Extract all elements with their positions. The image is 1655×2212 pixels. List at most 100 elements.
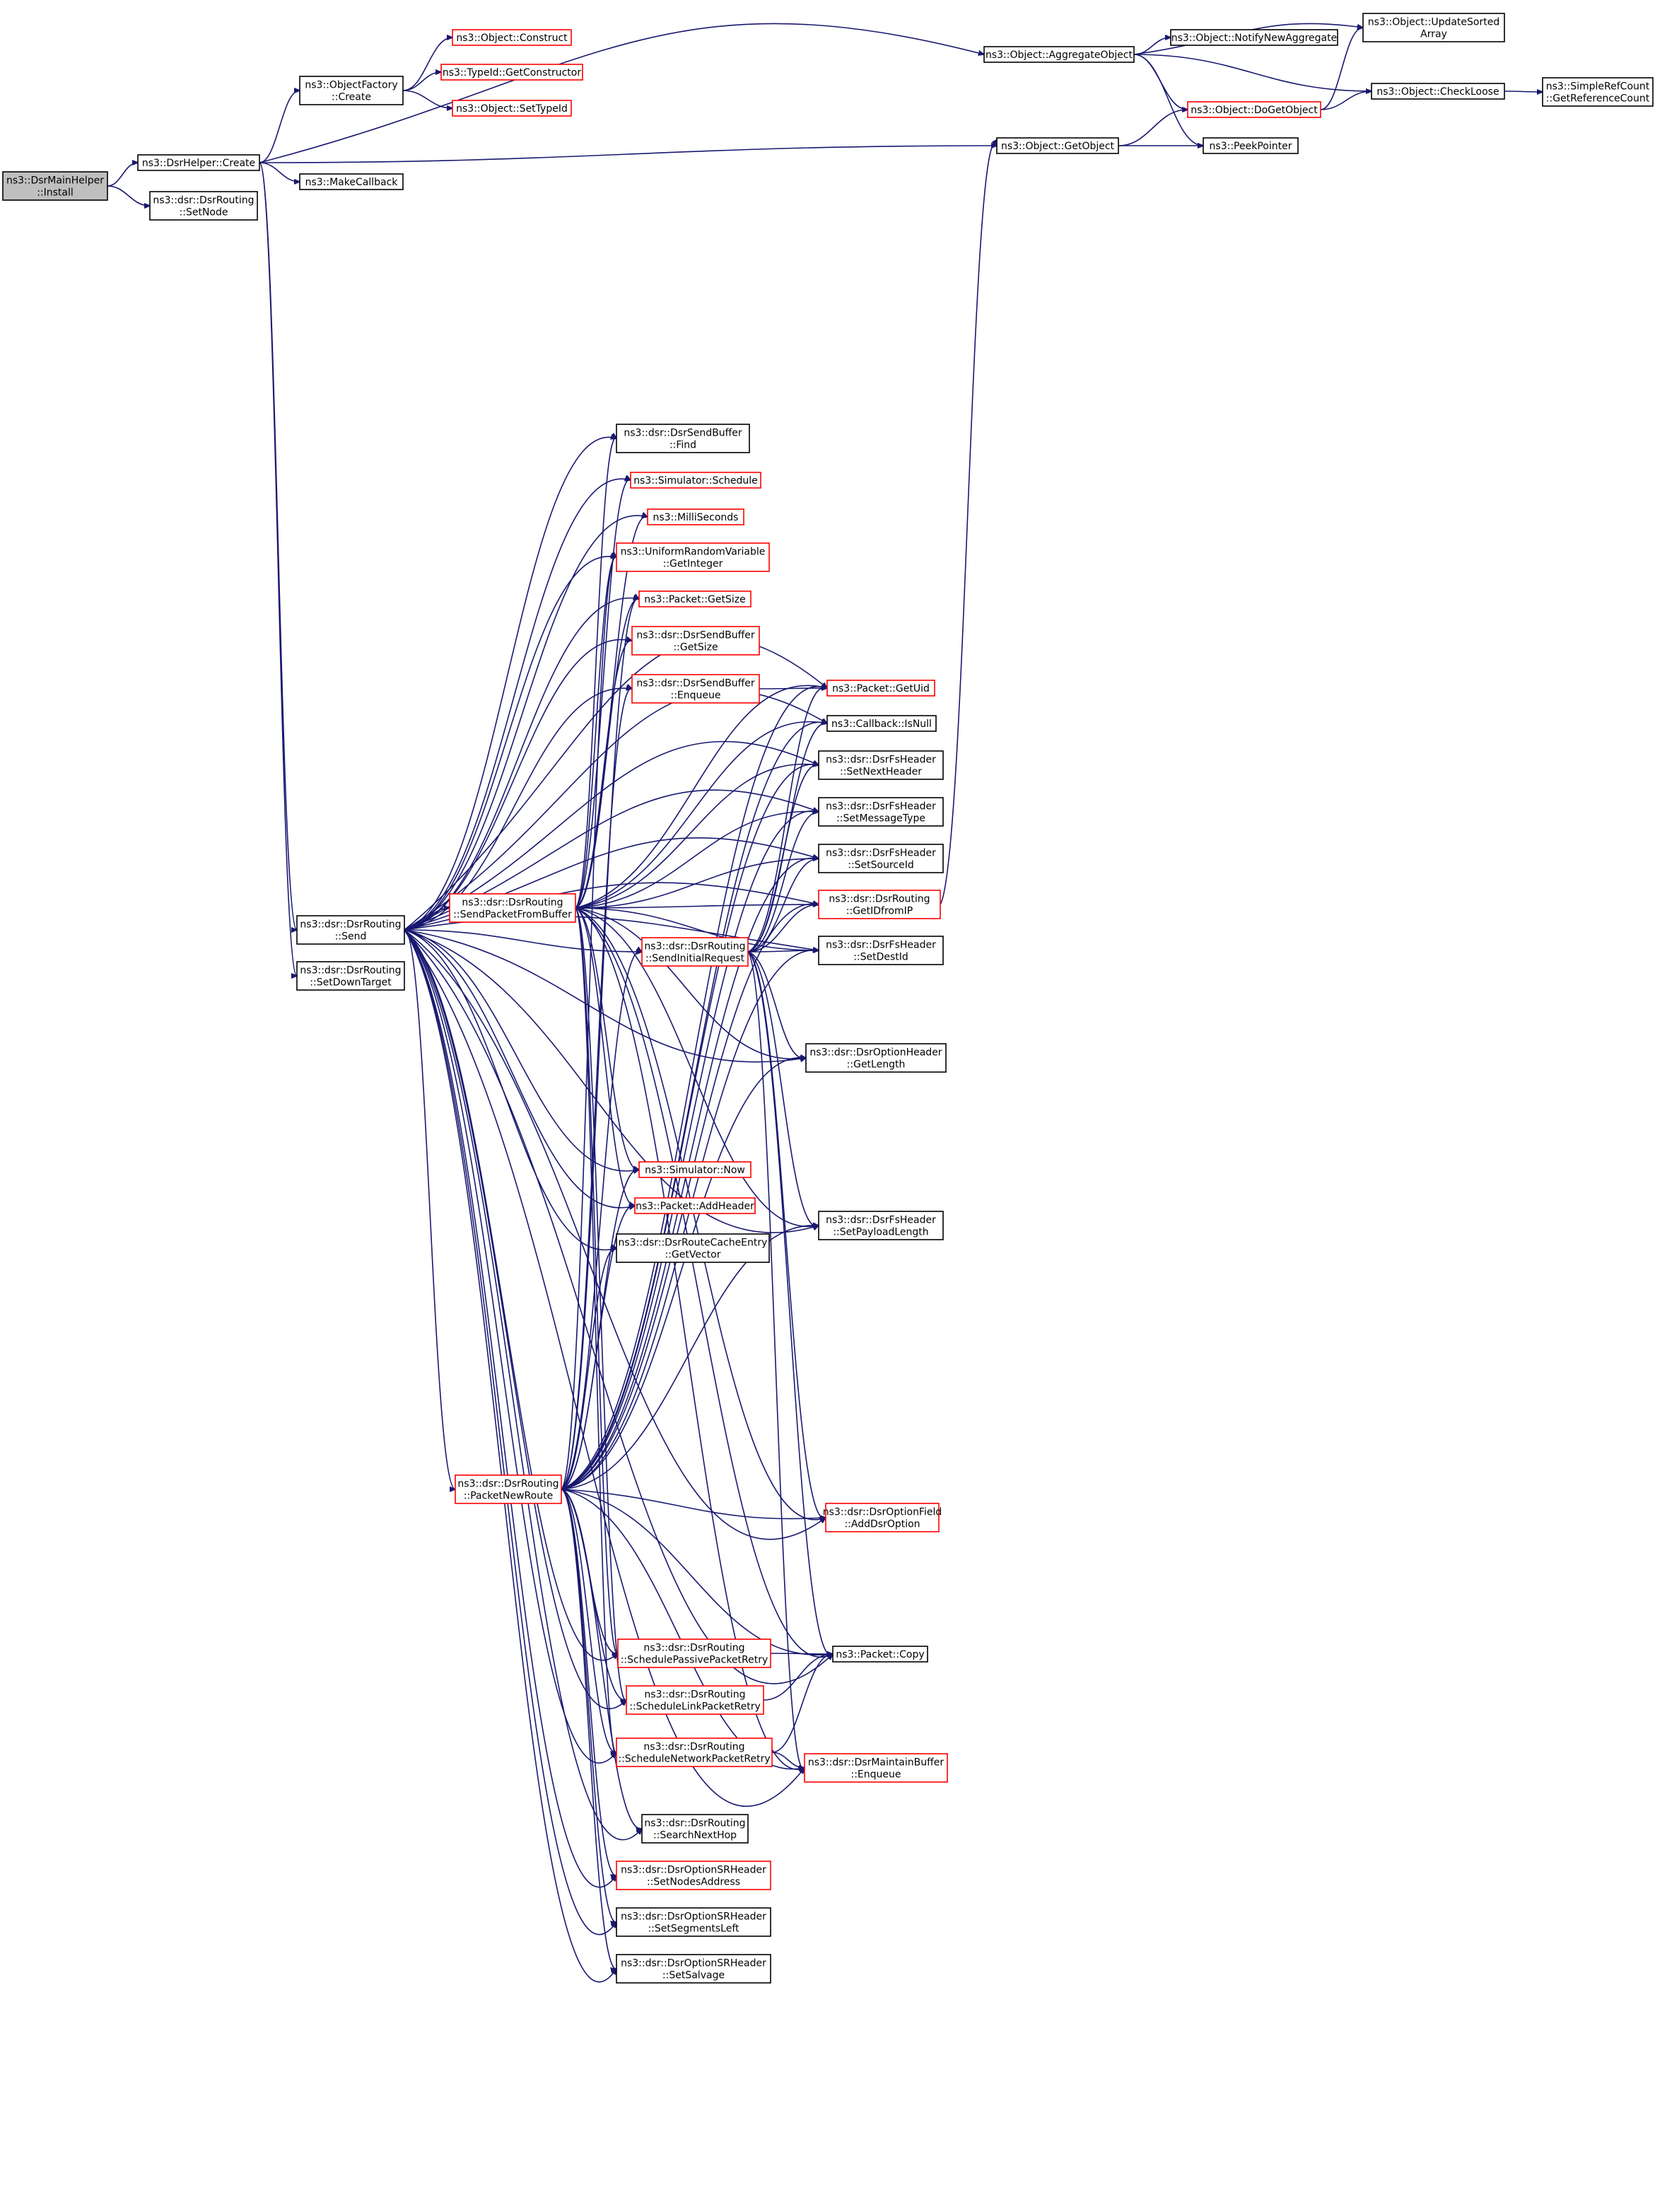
node-object-construct[interactable]: ns3::Object::Construct bbox=[452, 29, 572, 46]
node-setmessagetype[interactable]: ns3::dsr::DsrFsHeader::SetMessageType bbox=[818, 797, 944, 827]
edge-schedulenetwork-to-maintainbuffer-enqueue bbox=[771, 1752, 805, 1768]
node-dogetobject[interactable]: ns3::Object::DoGetObject bbox=[1187, 101, 1321, 118]
edge-packetnewroute-to-setsegmentsleft bbox=[561, 1489, 616, 1922]
edge-packetnewroute-to-setnodesaddress bbox=[561, 1489, 616, 1875]
node-send[interactable]: ns3::dsr::DsrRouting::Send bbox=[296, 915, 405, 945]
edge-getidfromip-to-getobject bbox=[940, 144, 997, 905]
node-setnode[interactable]: ns3::dsr::DsrRouting::SetNode bbox=[149, 191, 258, 221]
node-setnodesaddress[interactable]: ns3::dsr::DsrOptionSRHeader::SetNodesAdd… bbox=[616, 1861, 771, 1890]
edge-send-to-getinteger bbox=[404, 557, 616, 931]
edge-packetnewroute-to-optionheader-getlength bbox=[561, 1058, 806, 1490]
node-setnextheader[interactable]: ns3::dsr::DsrFsHeader::SetNextHeader bbox=[818, 750, 944, 780]
node-schedulenetwork[interactable]: ns3::dsr::DsrRouting::ScheduleNetworkPac… bbox=[616, 1737, 773, 1767]
node-setsourceid[interactable]: ns3::dsr::DsrFsHeader::SetSourceId bbox=[818, 844, 944, 873]
node-setdowntarget[interactable]: ns3::dsr::DsrRouting::SetDownTarget bbox=[296, 961, 405, 991]
node-label: ns3::dsr::DsrFsHeader bbox=[826, 801, 936, 813]
node-callback-isnull[interactable]: ns3::Callback::IsNull bbox=[826, 715, 937, 732]
edge-sendpacketfrombuffer-to-setdestid bbox=[575, 907, 819, 950]
node-packetnewroute[interactable]: ns3::dsr::DsrRouting::PacketNewRoute bbox=[455, 1474, 562, 1504]
node-packet-getsize[interactable]: ns3::Packet::GetSize bbox=[638, 590, 752, 607]
edge-sendpacketfrombuffer-to-getidfromip bbox=[575, 904, 819, 909]
edge-checkloose-to-getreferencecount bbox=[1504, 91, 1543, 92]
edge-send-to-schedulenetwork bbox=[404, 929, 616, 1764]
node-adddsroption[interactable]: ns3::dsr::DsrOptionField::AddDsrOption bbox=[823, 1503, 942, 1532]
node-packet-copy[interactable]: ns3::Packet::Copy bbox=[832, 1646, 928, 1663]
edge-sendpacketfrombuffer-to-sendbuffer-find bbox=[575, 438, 616, 909]
edge-send-to-packet-copy bbox=[404, 929, 833, 1684]
node-searchnexthop[interactable]: ns3::dsr::DsrRouting::SearchNextHop bbox=[641, 1814, 749, 1844]
edge-send-to-searchnexthop bbox=[404, 929, 642, 1841]
node-routecache-getvector[interactable]: ns3::dsr::DsrRouteCacheEntry::GetVector bbox=[616, 1233, 770, 1263]
node-milliseconds[interactable]: ns3::MilliSeconds bbox=[647, 508, 744, 525]
node-setsegmentsleft[interactable]: ns3::dsr::DsrOptionSRHeader::SetSegments… bbox=[616, 1907, 771, 1937]
node-install[interactable]: ns3::DsrMainHelper::Install bbox=[2, 171, 108, 201]
node-box bbox=[818, 936, 944, 965]
edge-getobject-to-dogetobject bbox=[1118, 110, 1188, 146]
node-sendpacketfrombuffer[interactable]: ns3::dsr::DsrRouting::SendPacketFromBuff… bbox=[449, 893, 576, 923]
node-getidfromip[interactable]: ns3::dsr::DsrRouting::GetIDfromIP bbox=[818, 890, 941, 919]
node-label: ::Enqueue bbox=[670, 690, 720, 702]
node-label: ns3::Object::NotifyNewAggregate bbox=[1171, 33, 1337, 44]
node-getinteger[interactable]: ns3::UniformRandomVariable::GetInteger bbox=[616, 542, 770, 572]
node-schedulelink[interactable]: ns3::dsr::DsrRouting::ScheduleLinkPacket… bbox=[626, 1685, 764, 1715]
node-getreferencecount[interactable]: ns3::SimpleRefCount::GetReferenceCount bbox=[1542, 77, 1654, 107]
node-simulator-now[interactable]: ns3::Simulator::Now bbox=[638, 1161, 752, 1178]
node-box bbox=[818, 844, 944, 873]
node-box bbox=[631, 674, 760, 704]
edge-packetnewroute-to-setmessagetype bbox=[561, 811, 819, 1490]
node-checkloose[interactable]: ns3::Object::CheckLoose bbox=[1371, 83, 1505, 100]
node-aggregateobject[interactable]: ns3::Object::AggregateObject bbox=[983, 46, 1135, 63]
node-label: ::Create bbox=[332, 92, 371, 103]
node-helper-create[interactable]: ns3::DsrHelper::Create bbox=[137, 154, 260, 171]
node-sendbuffer-find[interactable]: ns3::dsr::DsrSendBuffer::Find bbox=[616, 424, 750, 453]
edge-sendpacketfrombuffer-to-schedulenetwork bbox=[575, 907, 616, 1752]
node-label: ns3::Object::DoGetObject bbox=[1191, 105, 1318, 116]
node-label: ::SetNextHeader bbox=[840, 767, 922, 778]
node-packet-getuid[interactable]: ns3::Packet::GetUid bbox=[826, 680, 935, 697]
node-sendinitialrequest[interactable]: ns3::dsr::DsrRouting::SendInitialRequest bbox=[641, 937, 749, 967]
node-label: ::SchedulePassivePacketRetry bbox=[621, 1655, 768, 1666]
node-typeid-getconstructor[interactable]: ns3::TypeId::GetConstructor bbox=[440, 64, 583, 81]
node-label: ::GetSize bbox=[673, 642, 718, 653]
edge-sendpacketfrombuffer-to-getinteger bbox=[575, 557, 616, 909]
node-box bbox=[638, 590, 752, 607]
node-getobject[interactable]: ns3::Object::GetObject bbox=[996, 137, 1119, 154]
node-box bbox=[818, 1211, 944, 1240]
node-peekpointer[interactable]: ns3::PeekPointer bbox=[1203, 137, 1299, 154]
node-sendbuffer-getsize[interactable]: ns3::dsr::DsrSendBuffer::GetSize bbox=[631, 626, 760, 656]
edge-send-to-setsalvage bbox=[404, 929, 616, 1983]
node-schedulepassive[interactable]: ns3::dsr::DsrRouting::SchedulePassivePac… bbox=[617, 1638, 771, 1668]
node-makecallback[interactable]: ns3::MakeCallback bbox=[299, 173, 404, 190]
node-label: ns3::ObjectFactory bbox=[305, 80, 397, 91]
node-sendbuffer-enqueue[interactable]: ns3::dsr::DsrSendBuffer::Enqueue bbox=[631, 674, 760, 704]
node-label: ::SetSourceId bbox=[848, 860, 914, 871]
node-setpayloadlength[interactable]: ns3::dsr::DsrFsHeader::SetPayloadLength bbox=[818, 1211, 944, 1240]
node-maintainbuffer-enqueue[interactable]: ns3::dsr::DsrMaintainBuffer::Enqueue bbox=[804, 1753, 948, 1783]
node-setdestid[interactable]: ns3::dsr::DsrFsHeader::SetDestId bbox=[818, 936, 944, 965]
node-box bbox=[996, 137, 1119, 154]
node-packet-addheader[interactable]: ns3::Packet::AddHeader bbox=[634, 1197, 756, 1214]
node-label: ns3::dsr::DsrRouting bbox=[457, 1479, 559, 1490]
edge-sendinitialrequest-to-optionheader-getlength bbox=[747, 951, 806, 1058]
edge-sendpacketfrombuffer-to-optionheader-getlength bbox=[575, 907, 806, 1059]
node-label: ns3::dsr::DsrOptionSRHeader bbox=[621, 1958, 766, 1969]
edge-send-to-optionheader-getlength bbox=[404, 929, 806, 1063]
node-label: ns3::dsr::DsrOptionSRHeader bbox=[621, 1911, 766, 1923]
node-notifynewaggregate[interactable]: ns3::Object::NotifyNewAggregate bbox=[1170, 29, 1338, 46]
node-objectfactory-create[interactable]: ns3::ObjectFactory::Create bbox=[299, 76, 404, 105]
node-setsalvage[interactable]: ns3::dsr::DsrOptionSRHeader::SetSalvage bbox=[616, 1954, 771, 1984]
edge-sendpacketfrombuffer-to-setmessagetype bbox=[575, 811, 819, 909]
node-layer: ns3::DsrMainHelper::Install ns3::DsrHelpe… bbox=[2, 13, 1654, 1984]
node-box bbox=[630, 472, 761, 489]
edge-schedulenetwork-to-packet-copy bbox=[771, 1654, 833, 1753]
edge-helper-create-to-objectfactory-create bbox=[259, 91, 300, 163]
edge-send-to-setsegmentsleft bbox=[404, 929, 616, 1936]
edge-objectfactory-create-to-typeid-getconstructor bbox=[402, 72, 441, 91]
edge-packetnewroute-to-sendinitialrequest bbox=[561, 951, 642, 1490]
edge-send-to-schedulepassive bbox=[404, 929, 618, 1661]
node-optionheader-getlength[interactable]: ns3::dsr::DsrOptionHeader::GetLength bbox=[805, 1043, 947, 1073]
node-object-settypeid[interactable]: ns3::Object::SetTypeId bbox=[452, 100, 572, 117]
node-simulator-schedule[interactable]: ns3::Simulator::Schedule bbox=[630, 472, 761, 489]
node-label: ns3::dsr::DsrRouteCacheEntry bbox=[619, 1238, 768, 1249]
